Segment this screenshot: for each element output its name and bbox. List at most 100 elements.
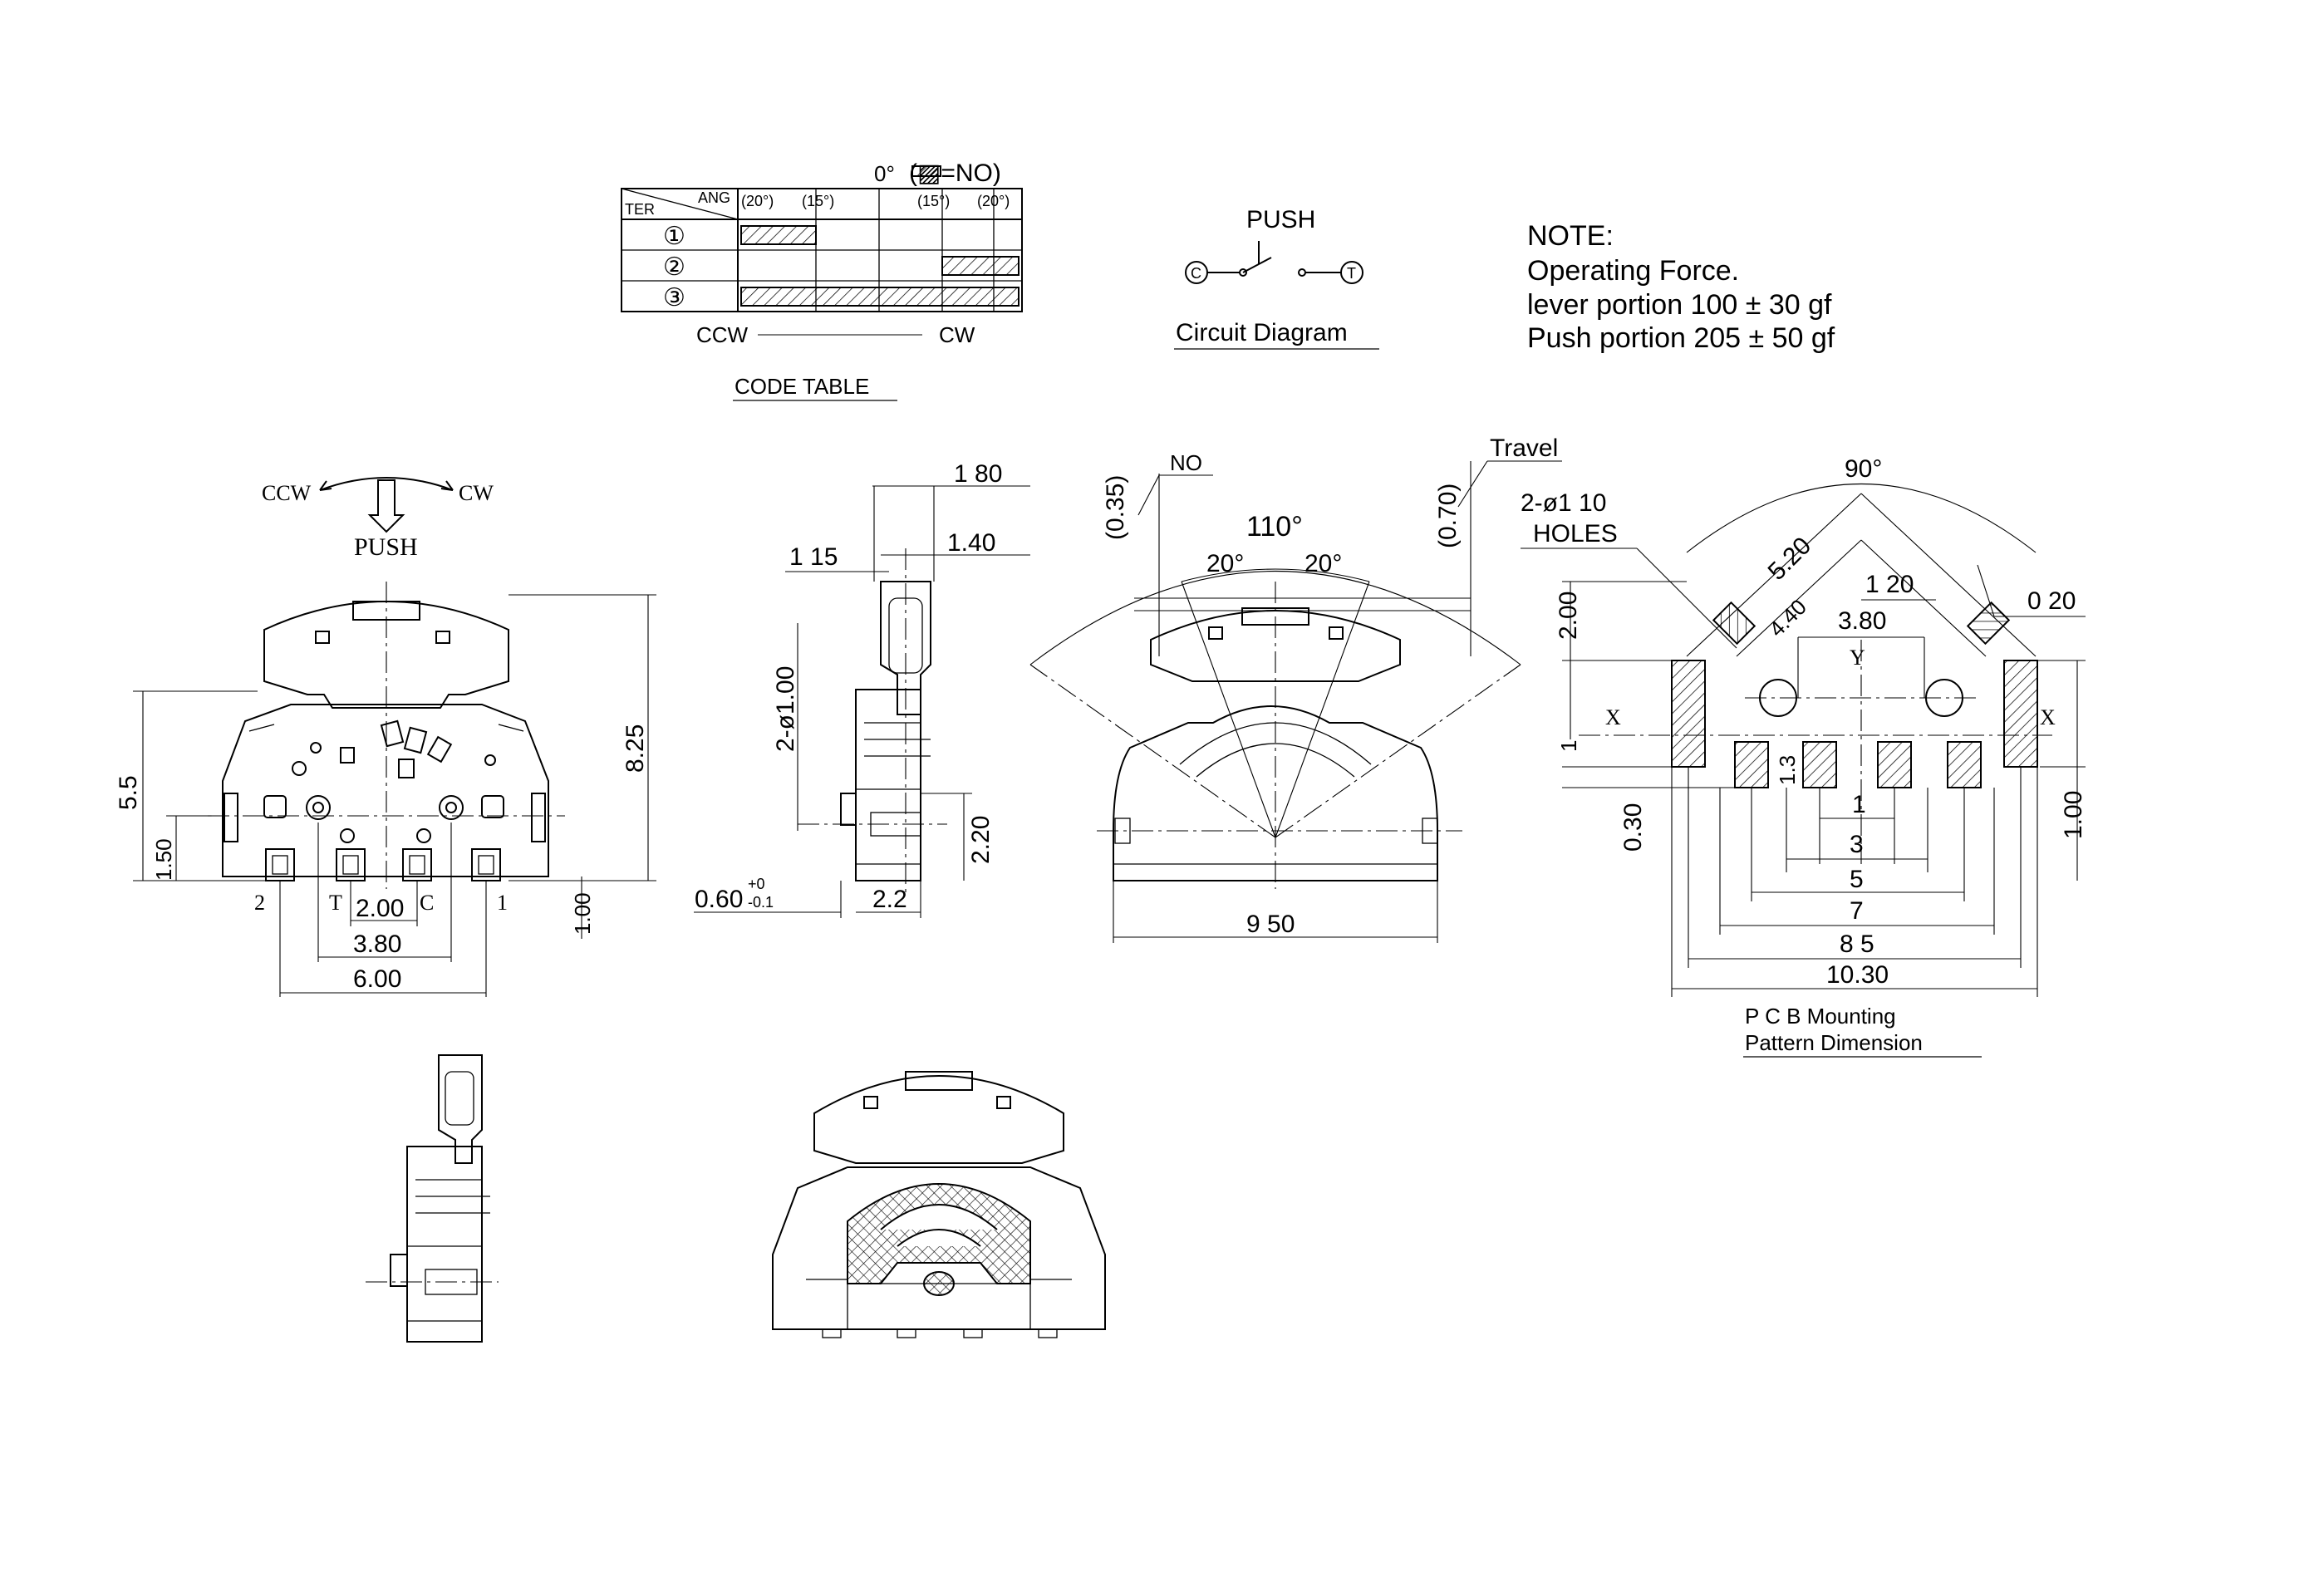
pcb-pattern: 90° 5.20 4.40 2-ø1 10 HOLES 1 20 0 20 3.… <box>1521 455 2087 1058</box>
angle-20-left <box>1181 581 1276 838</box>
angle-110-arc <box>1029 571 1521 665</box>
circuit-title: Circuit Diagram <box>1176 319 1348 346</box>
note-line-2: lever portion 100 ± 30 gf <box>1527 289 1832 321</box>
angle-no-label: NO <box>1170 450 1202 475</box>
code-table-row-1: ① <box>663 223 685 250</box>
rotation-arrow <box>319 477 454 491</box>
code-table-row-3: ③ <box>663 284 685 312</box>
pcb-title-b: Pattern Dimension <box>1745 1030 1923 1055</box>
pcb-dim-1-00: 1.00 <box>2060 791 2087 839</box>
dim-9-50: 9 50 <box>1246 911 1295 938</box>
note-line-3: Push portion 205 ± 50 gf <box>1527 322 1835 354</box>
pcb-width-3: 3 <box>1850 831 1864 858</box>
pcb-pad-outer-left <box>1671 660 1706 768</box>
pcb-holes-label-a: 2-ø1 10 <box>1521 489 1606 517</box>
pcb-pad-3 <box>1877 741 1912 788</box>
pin-label-2: 2 <box>254 891 265 915</box>
angle-limit-left <box>1029 664 1276 838</box>
pcb-dim-0-20: 0 20 <box>2027 587 2076 615</box>
pcb-x-right-label: X <box>2040 705 2056 729</box>
pcb-width-8-5: 8 5 <box>1840 930 1874 958</box>
pcb-dim-4-40: 4.40 <box>1764 594 1811 641</box>
angle-20-right-label: 20° <box>1304 550 1342 577</box>
dim-1-80: 1 80 <box>954 460 1002 488</box>
push-arrow <box>367 479 405 533</box>
section-body <box>772 1166 1106 1330</box>
angle-110-label: 110° <box>1246 511 1303 543</box>
switch-body <box>222 704 549 877</box>
side-view: 1 80 1.40 1 15 2-ø1.00 2.20 0.60 +0 -0.1… <box>694 460 1030 918</box>
legend-hatch-swatch <box>911 165 941 177</box>
pcb-dim-1-20: 1 20 <box>1865 571 1914 598</box>
pcb-dim-1: 1 <box>1556 740 1581 752</box>
angle-limit-right <box>1275 664 1521 838</box>
code-table-angle-4: (20°) <box>977 193 1010 209</box>
code-table-cw: CW <box>939 322 975 347</box>
code-table-angle-3: (15°) <box>917 193 950 209</box>
code-table-header-ter: TER <box>625 201 655 218</box>
front-push-label: PUSH <box>354 533 418 561</box>
pcb-dim-0-30: 0.30 <box>1619 803 1647 852</box>
code-table-angle-1: (20°) <box>741 193 774 209</box>
pcb-pad-diag-right <box>1966 601 2011 646</box>
cross-section-view <box>772 1071 1106 1338</box>
angle-lever <box>1150 610 1401 682</box>
code-table-zero-label: 0° <box>874 161 895 186</box>
dim-1-00: 1.00 <box>570 892 595 935</box>
tol-plus: +0 <box>748 876 765 892</box>
section-lever <box>813 1075 1064 1164</box>
pcb-title-a: P C B Mounting <box>1745 1004 1896 1029</box>
note-line-1: Operating Force. <box>1527 255 1739 287</box>
dim-8-25: 8.25 <box>622 724 649 773</box>
pcb-dim-2-00: 2.00 <box>1555 592 1582 640</box>
circuit-push-label: PUSH <box>1246 206 1315 233</box>
front-cw-label: CW <box>459 481 494 505</box>
front-view: CCW CW PUSH <box>115 477 656 997</box>
code-table-row2-no-region <box>941 256 1020 276</box>
pcb-x-left-label: X <box>1605 705 1621 729</box>
code-table-row1-no-region <box>740 225 817 245</box>
code-table: 0° (▨=NO) TER ANG (20°) (15°) (15°) (20°… <box>621 160 1023 401</box>
pcb-width-7: 7 <box>1850 897 1864 925</box>
circuit-diagram: PUSH C T Circuit Diagram <box>1174 206 1379 350</box>
angle-20-right <box>1275 581 1370 838</box>
pin-label-c: C <box>420 891 434 915</box>
side-detail-body <box>406 1146 483 1343</box>
pcb-90-arc <box>1686 484 2037 553</box>
angle-view: 110° 20° 20° NO (0.35) Travel (0.70) 9 5… <box>1029 435 1562 943</box>
lever-cap <box>263 601 509 709</box>
pcb-width-10-30: 10.30 <box>1826 961 1889 989</box>
side-body <box>855 689 921 881</box>
pcb-width-1: 1 <box>1852 791 1866 818</box>
code-table-angle-2: (15°) <box>802 193 834 209</box>
pin-label-1: 1 <box>497 891 508 915</box>
note-block: NOTE: Operating Force. lever portion 100… <box>1527 220 1835 354</box>
dim-2-2: 2.2 <box>872 886 907 913</box>
dim-5-5: 5.5 <box>115 775 142 810</box>
code-table-header-ang: ANG <box>698 189 730 206</box>
pcb-dim-1-3: 1.3 <box>1775 755 1800 785</box>
dim-1-50: 1.50 <box>151 838 176 881</box>
dim-3-80: 3.80 <box>353 930 401 958</box>
pcb-pad-4 <box>1947 741 1982 788</box>
pcb-pad-outer-right <box>2003 660 2038 768</box>
front-ccw-label: CCW <box>262 481 312 505</box>
dim-2-holes: 2-ø1.00 <box>772 666 799 752</box>
circuit-term-t-text: T <box>1347 265 1356 282</box>
code-table-title: CODE TABLE <box>735 374 869 399</box>
angle-travel-label: Travel <box>1490 435 1558 462</box>
pcb-holes-label-b: HOLES <box>1533 520 1618 547</box>
pcb-pad-diag-left <box>1712 601 1757 646</box>
dim-1-15: 1 15 <box>789 543 838 571</box>
dim-2-00: 2.00 <box>356 895 404 922</box>
pcb-ang-90: 90° <box>1845 455 1882 483</box>
dim-1-40: 1.40 <box>947 529 995 557</box>
tol-minus: -0.1 <box>748 894 774 911</box>
pcb-pad-1 <box>1734 741 1769 788</box>
pcb-dim-3-80: 3.80 <box>1838 607 1886 635</box>
side-view-detail <box>366 1054 499 1343</box>
note-heading: NOTE: <box>1527 220 1614 252</box>
dim-0-35: (0.35) <box>1102 475 1129 540</box>
pin-label-t: T <box>329 891 342 915</box>
